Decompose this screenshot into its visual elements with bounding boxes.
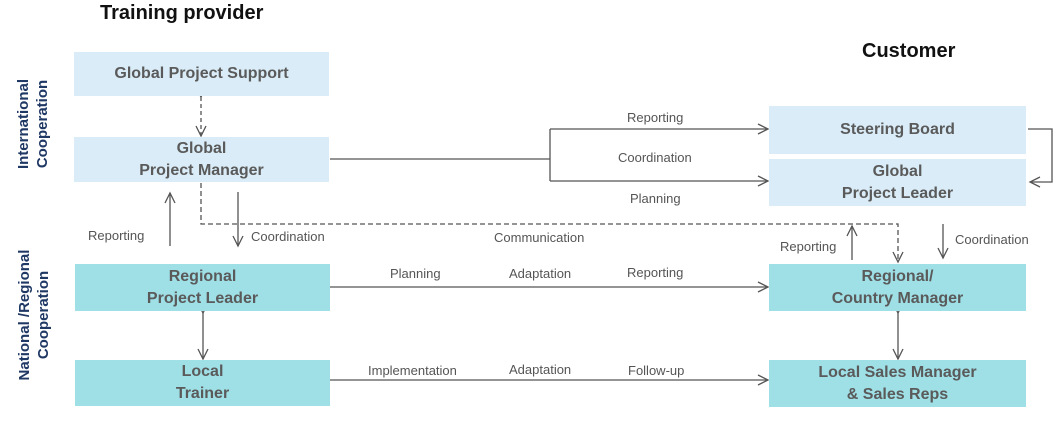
label-adaptation-mid: Adaptation <box>509 266 572 281</box>
label-adaptation-bot: Adaptation <box>509 362 572 377</box>
communication-dashed-line <box>200 183 904 264</box>
label-reporting-top: Reporting <box>627 110 684 125</box>
label-reporting-left: Reporting <box>88 228 145 243</box>
box-regional-country-manager: Regional/ Country Manager <box>769 264 1026 311</box>
label-coordination-right: Coordination <box>955 232 1029 247</box>
box-global-project-manager: Global Project Manager <box>74 137 329 182</box>
box-global-project-support: Global Project Support <box>74 52 329 96</box>
label-reporting-mid: Reporting <box>627 265 684 280</box>
box-local-sales-manager: Local Sales Manager & Sales Reps <box>769 360 1026 407</box>
box-regional-project-leader: Regional Project Leader <box>75 264 330 311</box>
label-follow-up: Follow-up <box>628 363 685 378</box>
box-steering-board: Steering Board <box>769 106 1026 154</box>
label-communication: Communication <box>494 230 585 245</box>
label-planning-top: Planning <box>630 191 681 206</box>
label-planning-mid: Planning <box>390 266 441 281</box>
label-coordination-top: Coordination <box>618 150 692 165</box>
header-customer: Customer <box>862 40 956 62</box>
right-loop-arrow <box>1028 128 1053 188</box>
label-coordination-left: Coordination <box>251 229 325 244</box>
label-reporting-right: Reporting <box>780 239 837 254</box>
box-local-trainer: Local Trainer <box>75 360 330 406</box>
label-implementation: Implementation <box>368 363 457 378</box>
header-training-provider: Training provider <box>100 2 264 24</box>
box-global-project-leader: Global Project Leader <box>769 159 1026 206</box>
